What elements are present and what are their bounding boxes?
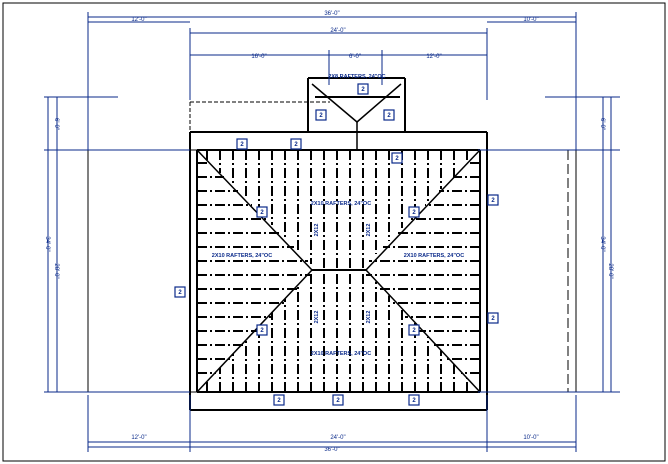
- detail-tag: 2: [408, 324, 420, 336]
- label-ridge-1: 2X12: [314, 224, 320, 237]
- dim-left-main: 28'-0": [53, 263, 59, 278]
- detail-tag: 2: [408, 394, 420, 406]
- detail-tag-label: 2: [361, 87, 365, 93]
- detail-tag-label: 2: [240, 142, 244, 148]
- detail-tag-label: 2: [387, 113, 391, 119]
- label-ridge-4: 2X12: [366, 311, 372, 324]
- detail-tag: 2: [290, 138, 302, 150]
- detail-tag-label: 2: [319, 113, 323, 119]
- dim-right-main: 28'-0": [607, 263, 613, 278]
- dim-bottom-middle: 24'-0": [330, 435, 345, 441]
- dim-bottom-right: 10'-0": [523, 435, 538, 441]
- detail-tag-label: 2: [412, 328, 416, 334]
- label-top-rafters: 2X10 RAFTERS, 24"OC: [311, 201, 371, 207]
- dim-right-overall: 34'-0": [599, 236, 605, 251]
- detail-tag-label: 2: [491, 198, 495, 204]
- detail-tag-label: 2: [294, 142, 298, 148]
- detail-tag-label: 2: [412, 398, 416, 404]
- label-bay-rafters: 2X8 RAFTERS, 24"OC: [328, 74, 385, 80]
- dim-left-overall: 34'-0": [44, 236, 50, 251]
- detail-tag: 2: [174, 286, 186, 298]
- label-bottom-rafters: 2X10 RAFTERS, 24"OC: [311, 351, 371, 357]
- dim-top-middle: 24'-0": [330, 28, 345, 34]
- detail-tag-label: 2: [491, 316, 495, 322]
- label-ridge-2: 2X12: [366, 224, 372, 237]
- dim-left-top: 6'-0": [53, 118, 59, 130]
- dim-top-seg3: 12'-0": [426, 54, 441, 60]
- detail-tags: 2 2 2 2 2 2 2 2 2 2 2 2 2 2 2 2: [174, 83, 499, 406]
- detail-tag: 2: [256, 206, 268, 218]
- detail-tag-label: 2: [260, 328, 264, 334]
- detail-tag-label: 2: [277, 398, 281, 404]
- detail-tag-label: 2: [395, 156, 399, 162]
- label-left-rafters: 2X10 RAFTERS, 24"OC: [212, 253, 272, 259]
- detail-tag-label: 2: [178, 290, 182, 296]
- dimension-lines: [44, 12, 620, 452]
- dim-bottom-left: 12'-0": [131, 435, 146, 441]
- detail-tag-label: 2: [336, 398, 340, 404]
- detail-tag: 2: [315, 109, 327, 121]
- detail-tag: 2: [408, 206, 420, 218]
- detail-tag: 2: [332, 394, 344, 406]
- detail-tag: 2: [383, 109, 395, 121]
- dim-right-top: 6'-0": [599, 118, 605, 130]
- detail-tag-label: 2: [260, 210, 264, 216]
- label-ridge-3: 2X12: [314, 311, 320, 324]
- dim-top-right: 10'-0": [523, 17, 538, 23]
- detail-tag: 2: [273, 394, 285, 406]
- framing-lines: [87, 77, 577, 411]
- dim-top-overall: 36'-0": [324, 11, 339, 17]
- detail-tag: 2: [236, 138, 248, 150]
- detail-tag-label: 2: [412, 210, 416, 216]
- detail-tag: 2: [487, 194, 499, 206]
- detail-tag: 2: [487, 312, 499, 324]
- detail-tag: 2: [391, 152, 403, 164]
- detail-tag: 2: [256, 324, 268, 336]
- detail-tag: 2: [357, 83, 369, 95]
- hip: [365, 149, 481, 271]
- dim-top-left: 12'-0": [131, 17, 146, 23]
- label-right-rafters: 2X10 RAFTERS, 24"OC: [404, 253, 464, 259]
- dim-top-seg1: 16'-0": [251, 54, 266, 60]
- dim-top-seg2: 6'-0": [349, 54, 361, 60]
- bay-hip: [311, 83, 358, 123]
- dim-bottom-overall: 36'-0": [324, 447, 339, 453]
- hip: [196, 149, 313, 271]
- bay-hip: [356, 83, 402, 123]
